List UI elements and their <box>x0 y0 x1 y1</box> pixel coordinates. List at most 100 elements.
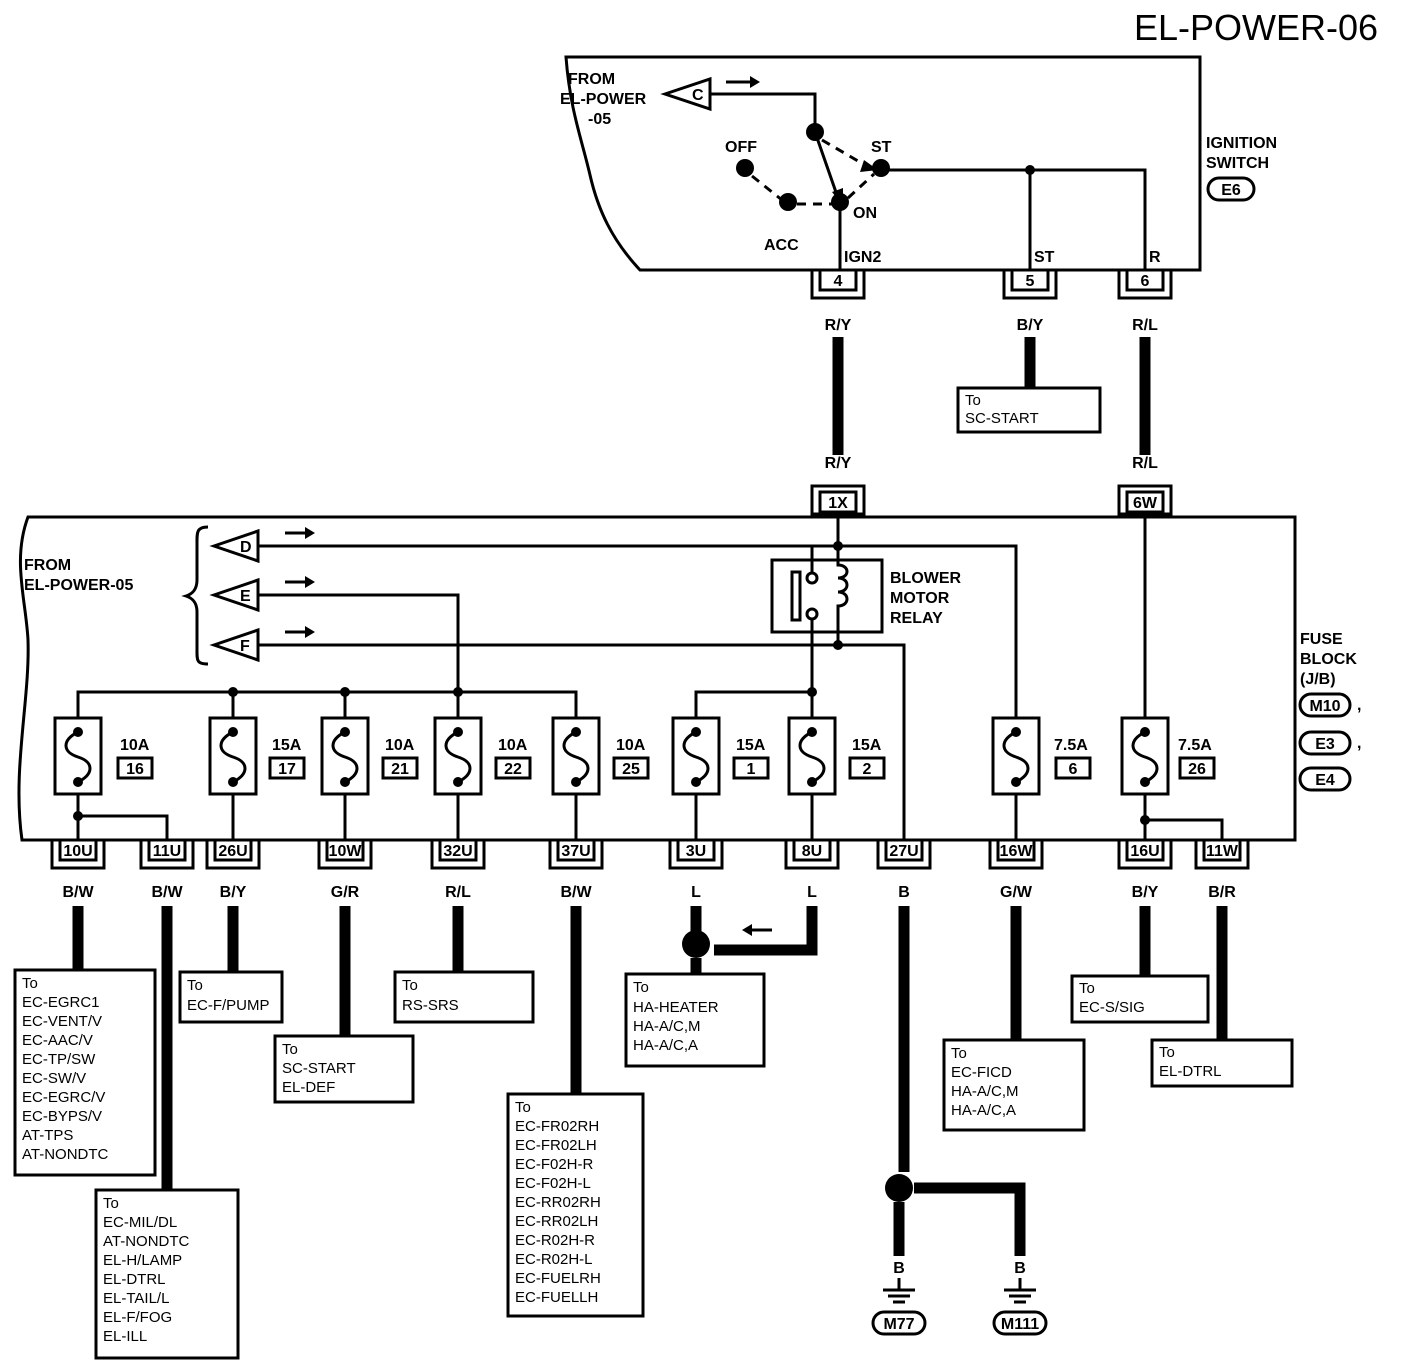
terminal-r-name: R <box>1149 249 1161 266</box>
diagram-label: R/L <box>445 884 471 901</box>
diagram-label: R/Y <box>825 317 852 334</box>
fuse-from-1: FROM <box>24 557 71 574</box>
diagram-label: EC-R02H-R <box>515 1232 595 1249</box>
diagram-label: B <box>898 884 910 901</box>
diagram-label: B <box>1014 1260 1026 1277</box>
diagram-label: 4 <box>834 273 843 290</box>
diagram-label: 11W <box>1206 843 1239 860</box>
diagram-label: HA-HEATER <box>633 999 719 1016</box>
diagram-label: B/Y <box>1017 317 1044 334</box>
diagram-label: HA-A/C,M <box>951 1083 1019 1100</box>
diagram-label: EC-BYPS/V <box>22 1108 102 1125</box>
conn-3u: 3UL <box>668 838 724 901</box>
diagram-label: HA-A/C,A <box>633 1037 698 1054</box>
diagram-label: 5 <box>1026 273 1035 290</box>
diagram-label: E <box>240 588 251 605</box>
dest-10u: To EC-EGRC1 EC-VENT/V EC-AAC/V EC-TP/SW … <box>13 968 157 1177</box>
diagram-label: 10W <box>329 843 363 860</box>
diagram-label: B/W <box>151 884 183 901</box>
diagram-label: To <box>1079 980 1095 997</box>
dest-10w: To SC-START EL-DEF <box>273 1034 415 1104</box>
diagram-label: SC-START <box>965 410 1039 427</box>
pos-off: OFF <box>725 139 757 156</box>
output-wires <box>72 906 1228 1256</box>
diagram-label: 15A <box>852 737 882 754</box>
diagram-label: 6W <box>1133 495 1158 512</box>
diagram-label: B/Y <box>220 884 247 901</box>
diagram-label: 3U <box>686 843 706 860</box>
terminal-5: 5 B/Y To SC-START <box>956 268 1102 434</box>
fuse-16: 10A 16 <box>53 716 154 796</box>
diagram-label: 21 <box>391 761 409 778</box>
dest-32u: To RS-SRS <box>393 970 535 1024</box>
diagram-label: EC-FR02RH <box>515 1118 599 1135</box>
diagram-label: To <box>515 1099 531 1116</box>
ignition-connector: E6 <box>1221 182 1241 199</box>
ignition-switch: FROM EL-POWER -05 C OFF ACC ON ST IGN2 S… <box>560 55 1277 272</box>
diagram-label: L <box>807 884 817 901</box>
fuse-1: 15A 1 <box>671 716 770 796</box>
diagram-label: To <box>951 1045 967 1062</box>
conn-26u: 26U B/Y <box>205 838 261 901</box>
diagram-label: BLOCK <box>1300 651 1357 668</box>
diagram-label: 10U <box>63 843 92 860</box>
pos-acc: ACC <box>764 237 799 254</box>
dest-16w: To EC-FICD HA-A/C,M HA-A/C,A <box>942 1038 1086 1132</box>
diagram-label: EL-F/FOG <box>103 1309 172 1326</box>
diagram-label: MOTOR <box>890 590 950 607</box>
diagram-label: 17 <box>278 761 296 778</box>
ignition-from-1: FROM <box>568 71 615 88</box>
diagram-title: EL-POWER-06 <box>1134 7 1378 48</box>
diagram-label: SC-START <box>282 1060 356 1077</box>
fuse-22: 10A 22 <box>433 716 532 796</box>
diagram-label: 15A <box>272 737 302 754</box>
diagram-label: 10A <box>498 737 528 754</box>
diagram-label: AT-TPS <box>22 1127 73 1144</box>
conn-8u: 8U L <box>784 838 840 901</box>
diagram-label: 6 <box>1069 761 1078 778</box>
diagram-label: 8U <box>802 843 822 860</box>
diagram-label: 10A <box>120 737 150 754</box>
ignition-terminals: 4 R/Y R/Y 5 B/Y To SC-START 6 R/L R/L <box>810 268 1173 472</box>
diagram-label: EC-FICD <box>951 1064 1012 1081</box>
arrow-d: D <box>209 527 315 564</box>
diagram-label: 16 <box>126 761 144 778</box>
diagram-label: To <box>103 1195 119 1212</box>
diagram-label: , <box>1357 735 1361 752</box>
diagram-label: B/W <box>560 884 592 901</box>
ignition-label-2: SWITCH <box>1206 155 1269 172</box>
dest-3u-8u: To HA-HEATER HA-A/C,M HA-A/C,A <box>624 972 766 1068</box>
diagram-label: M77 <box>883 1316 914 1333</box>
fuse-21: 10A 21 <box>320 716 419 796</box>
diagram-label: B <box>893 1260 905 1277</box>
diagram-label: , <box>1357 697 1361 714</box>
diagram-label: BLOWER <box>890 570 962 587</box>
terminal-st-name: ST <box>1034 249 1055 266</box>
diagram-label: EC-FR02LH <box>515 1137 597 1154</box>
diagram-label: 26U <box>218 843 247 860</box>
diagram-label: To <box>1159 1044 1175 1061</box>
diagram-label: FUSE <box>1300 631 1343 648</box>
input-1x: 1X <box>810 484 866 516</box>
diagram-label: EL-DTRL <box>103 1271 166 1288</box>
diagram-label: EC-S/SIG <box>1079 999 1145 1016</box>
diagram-label: R/L <box>1132 317 1158 334</box>
terminal-4: 4 R/Y R/Y <box>810 268 866 472</box>
diagram-label: EC-FUELRH <box>515 1270 601 1287</box>
diagram-label: 16W <box>1000 843 1034 860</box>
diagram-label: 10A <box>385 737 415 754</box>
diagram-label: 1 <box>747 761 756 778</box>
input-6w: 6W <box>1117 484 1173 516</box>
diagram-label: HA-A/C,A <box>951 1102 1016 1119</box>
diagram-label: EC-SW/V <box>22 1070 86 1087</box>
diagram-label: 37U <box>561 843 590 860</box>
terminal-ign2-name: IGN2 <box>844 249 881 266</box>
diagram-label: 6 <box>1141 273 1150 290</box>
fuse-25: 10A 25 <box>551 716 650 796</box>
pos-st: ST <box>871 139 892 156</box>
diagram-label: To <box>282 1041 298 1058</box>
